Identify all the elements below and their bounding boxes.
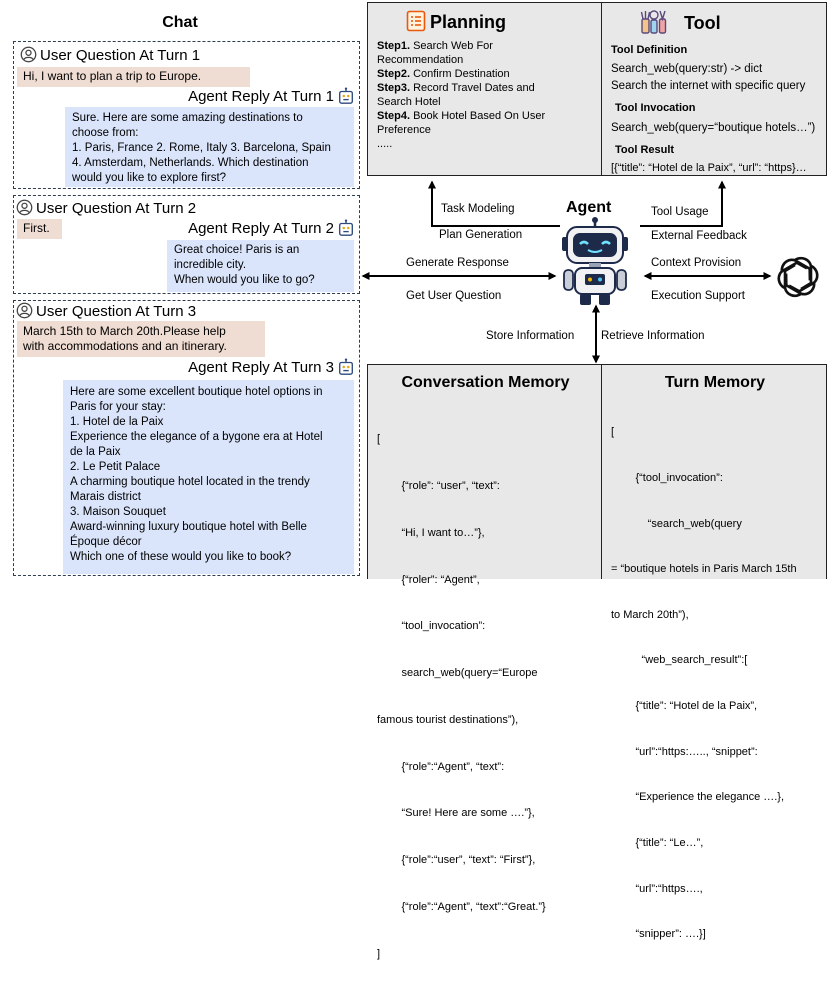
user-message-turn-3: March 15th to March 20th.Please help wit…: [17, 321, 265, 357]
user-icon: [16, 199, 33, 221]
planning-step: Step3. Record Travel Dates and: [377, 82, 535, 94]
agent-message-turn-1: Sure. Here are some amazing destinations…: [65, 107, 354, 187]
label-get-user-question: Get User Question: [406, 290, 502, 302]
chat-title: Chat: [162, 14, 198, 31]
planning-panel: Planning Step1. Search Web For Recommend…: [367, 2, 602, 176]
label-external-feedback: External Feedback: [651, 230, 747, 242]
user-message-turn-2: First.: [17, 219, 62, 239]
label-generate-response: Generate Response: [406, 257, 509, 269]
chat-turn-2: User Question At Turn 2 First. Agent Rep…: [13, 195, 360, 294]
planning-header: Planning: [406, 10, 506, 37]
tool-header: Tool: [640, 10, 721, 39]
chat-turn-3: User Question At Turn 3 March 15th to Ma…: [13, 300, 360, 576]
tools-icon: [640, 10, 668, 39]
agent-heading-turn-2: Agent Reply At Turn 2: [188, 219, 355, 242]
label-context-provision: Context Provision: [651, 257, 742, 269]
robot-icon: [337, 219, 355, 242]
label-task-modeling: Task Modeling: [441, 203, 515, 215]
user-heading-turn-2: User Question At Turn 2: [16, 199, 196, 221]
agent-message-turn-2: Great choice! Paris is an incredible cit…: [167, 240, 354, 292]
label-plan-generation: Plan Generation: [439, 229, 523, 241]
chat-turn-1: User Question At Turn 1 Hi, I want to pl…: [13, 41, 360, 189]
label-retrieve-information: Retrieve Information: [601, 330, 705, 342]
tool-invocation-line: Search_web(query=“boutique hotels…”): [611, 122, 816, 134]
tool-content: Tool Definition Search_web(query:str) ->…: [611, 43, 826, 175]
planning-step: Step4. Book Hotel Based On User: [377, 110, 546, 122]
user-heading-turn-3: User Question At Turn 3: [16, 302, 196, 324]
planning-step: Step2. Confirm Destination: [377, 68, 510, 80]
user-icon: [16, 302, 33, 324]
robot-icon: [337, 358, 355, 381]
user-message-turn-1: Hi, I want to plan a trip to Europe.: [17, 67, 250, 87]
user-heading-turn-1: User Question At Turn 1: [20, 46, 200, 68]
turn-memory-title: Turn Memory: [664, 374, 766, 391]
planning-ellipsis: .....: [377, 138, 393, 150]
tool-definition-line: Search_web(query:str) -> dict: [611, 63, 763, 75]
planning-step: Step1. Search Web For: [377, 40, 493, 52]
planning-title: Planning: [430, 12, 506, 32]
conversation-memory-content: [ {“role”: “user”, “text”: “Hi, I want t…: [377, 433, 546, 960]
user-icon: [20, 46, 37, 68]
tool-result-line: [{“title”: “Hotel de la Paix”, “url”: “h…: [611, 162, 807, 174]
agent-heading-turn-3: Agent Reply At Turn 3: [188, 358, 355, 381]
planning-steps: Step1. Search Web For Recommendation Ste…: [377, 39, 599, 151]
tool-invocation-heading: Tool Invocation: [615, 102, 696, 114]
turn-memory-panel: Turn Memory [ {“tool_invocation”: “searc…: [601, 364, 827, 940]
agent-heading-turn-1: Agent Reply At Turn 1: [188, 87, 355, 110]
tool-title: Tool: [684, 13, 721, 33]
label-tool-usage: Tool Usage: [651, 206, 709, 218]
agent-message-turn-3: Here are some excellent boutique hotel o…: [63, 380, 354, 574]
llm-logo-icon: [775, 254, 821, 305]
agent-robot-icon: [558, 217, 632, 312]
tool-definition-heading: Tool Definition: [611, 44, 688, 56]
tool-definition-line: Search the internet with specific query: [611, 80, 806, 92]
turn-memory-content: [ {“tool_invocation”: “search_web(query …: [611, 426, 797, 941]
conversation-memory-title: Conversation Memory: [401, 374, 570, 391]
label-store-information: Store Information: [486, 330, 575, 342]
agent-title: Agent: [566, 199, 612, 216]
label-execution-support: Execution Support: [651, 290, 745, 302]
robot-icon: [337, 87, 355, 110]
checklist-icon: [406, 10, 426, 37]
tool-panel: Tool Tool Definition Search_web(query:st…: [601, 2, 827, 176]
tool-result-heading: Tool Result: [615, 144, 675, 156]
arrow-to-tool: [640, 180, 726, 227]
conversation-memory-panel: Conversation Memory [ {“role”: “user”, “…: [367, 364, 602, 960]
